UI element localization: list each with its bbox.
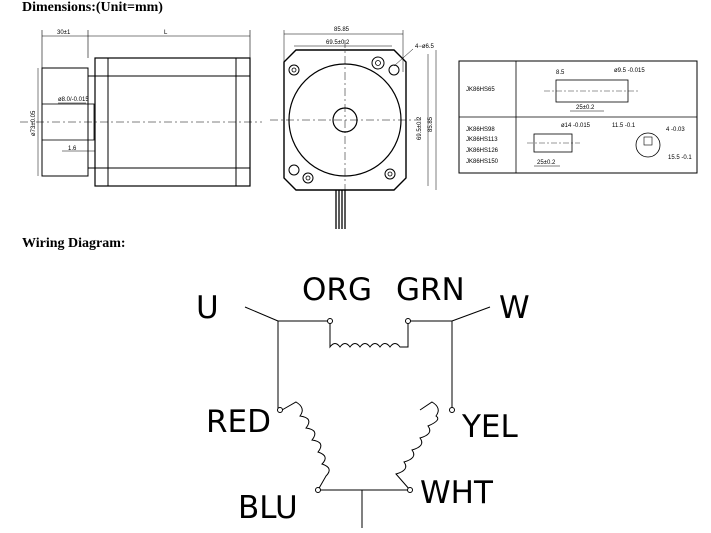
label-blu: BLU — [238, 490, 298, 526]
motor-front-view: 85.85 69.5±0.2 4−ø6.5 69.5±0.2 85.85 — [270, 27, 437, 229]
coil-top — [329, 321, 409, 349]
wiring-diagram-heading: Wiring Diagram: — [22, 236, 126, 251]
dim-30: 30±1 — [57, 30, 71, 36]
node-blu — [315, 487, 321, 493]
dim-69-5: 69.5±0.2 — [326, 40, 350, 46]
model-jk86hs126: JK86HS126 — [466, 148, 499, 154]
dim-shaft: ø8.0/-0.015 — [58, 97, 89, 103]
node-yel — [449, 407, 455, 413]
label-grn: GRN — [396, 272, 465, 308]
wiring-diagram — [244, 306, 491, 528]
coil-left — [281, 401, 330, 491]
label-yel: YEL — [461, 409, 519, 445]
label-w: W — [499, 290, 530, 326]
model-jk86hs113: JK86HS113 — [466, 137, 498, 143]
node-org — [327, 318, 333, 324]
r1-dim-8-5: 8.5 — [556, 70, 565, 76]
dim-69-5-vertical: 69.5±0.2 — [417, 116, 423, 140]
node-grn — [405, 318, 411, 324]
label-red: RED — [206, 404, 271, 440]
label-org: ORG — [302, 272, 372, 308]
dimensions-heading: Dimensions:(Unit=mm) — [22, 0, 163, 15]
shaft-detail-table: JK86HS65 JK86HS98 JK86HS113 JK86HS126 JK… — [458, 60, 698, 174]
dim-holes: 4−ø6.5 — [415, 44, 435, 50]
dim-1-6: 1.6 — [68, 146, 77, 152]
label-u: U — [196, 290, 219, 326]
r2-dim-15-5: 15.5 -0.1 — [668, 155, 692, 161]
node-red — [277, 407, 283, 413]
dim-85-85: 85.85 — [334, 27, 350, 33]
wire-u-lead — [244, 306, 279, 322]
node-wht — [407, 487, 413, 493]
model-jk86hs98: JK86HS98 — [466, 127, 495, 133]
motor-side-view: 30±1 L ø73±0.05 ø8.0/-0.015 1.6 — [20, 30, 262, 187]
r2-dim-25: 25±0.2 — [537, 160, 556, 166]
label-wht: WHT — [420, 475, 494, 511]
model-jk86hs150: JK86HS150 — [466, 159, 499, 165]
coil-right — [395, 401, 439, 491]
r2-dim-dia: ø14 -0.015 — [561, 123, 591, 129]
r2-dim-4: 4 -0.03 — [666, 127, 685, 133]
wire-w-lead — [451, 306, 491, 322]
dim-L: L — [164, 30, 168, 36]
dim-85-85-vertical: 85.85 — [428, 116, 434, 132]
r1-dim-25: 25±0.2 — [576, 105, 595, 111]
r1-dim-dia: ø9.5 -0.015 — [614, 68, 645, 74]
r2-dim-11-5: 11.5 -0.1 — [612, 123, 636, 129]
dim-flange-dia: ø73±0.05 — [31, 110, 37, 136]
model-jk86hs65: JK86HS65 — [466, 87, 495, 93]
